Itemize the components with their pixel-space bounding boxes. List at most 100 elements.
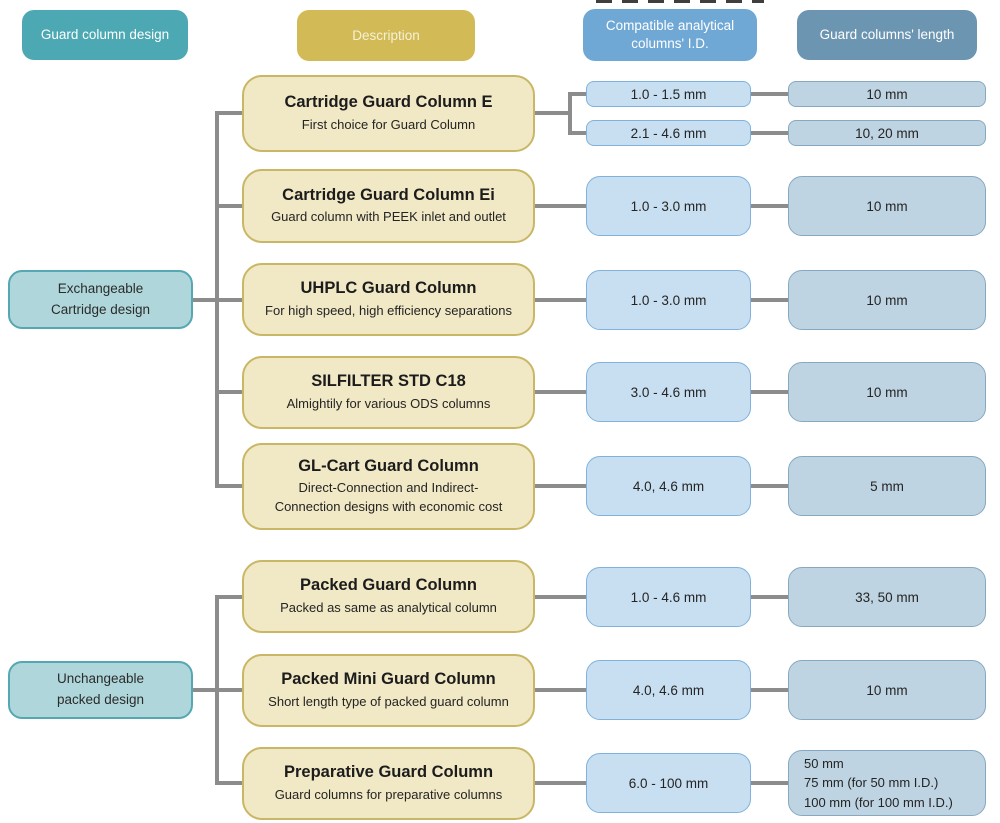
group-label-line1: Unchangeable [56,671,145,687]
header-label-line1: Compatible analytical [605,18,735,34]
header-label-line2: columns' I.D. [631,36,709,51]
id-box-row2: 1.0 - 3.0 mm [586,176,751,236]
group-label-line2: Cartridge design [50,301,151,317]
id-value: 6.0 - 100 mm [628,775,709,791]
connector-group2-row7 [193,688,242,692]
description-box-cartridge-e: Cartridge Guard Column E First choice fo… [242,75,535,152]
length-value-line1: 50 mm [804,755,844,771]
id-box-row1-branch2: 2.1 - 4.6 mm [586,120,751,146]
length-box-row1-branch1: 10 mm [788,81,986,107]
id-value: 3.0 - 4.6 mm [630,384,707,400]
column-title: Cartridge Guard Column Ei [282,185,495,204]
connector-row5-id-len [751,484,788,488]
header-label: Guard column design [40,27,170,43]
cropped-artifact-line [596,0,764,3]
column-title: SILFILTER STD C18 [311,372,466,391]
column-desc: Short length type of packed guard column [268,693,509,709]
connector-row6-id-len [751,595,788,599]
connector-row4-desc-id [535,390,586,394]
column-title: Packed Mini Guard Column [281,670,496,689]
id-value: 1.0 - 4.6 mm [630,589,707,605]
description-box-cartridge-ei: Cartridge Guard Column Ei Guard column w… [242,169,535,243]
length-box-row1-branch2: 10, 20 mm [788,120,986,146]
id-box-row6: 1.0 - 4.6 mm [586,567,751,627]
id-value: 2.1 - 4.6 mm [630,125,707,141]
column-desc: Packed as same as analytical column [280,599,497,615]
id-value: 1.0 - 3.0 mm [630,292,707,308]
id-box-row7: 4.0, 4.6 mm [586,660,751,720]
column-desc: First choice for Guard Column [301,116,476,132]
id-box-row3: 1.0 - 3.0 mm [586,270,751,330]
id-box-row8: 6.0 - 100 mm [586,753,751,813]
id-value: 1.0 - 1.5 mm [630,86,707,102]
description-box-packed-mini: Packed Mini Guard Column Short length ty… [242,654,535,727]
column-title: GL-Cart Guard Column [298,456,479,475]
description-box-packed: Packed Guard Column Packed as same as an… [242,560,535,633]
column-title: Preparative Guard Column [283,763,494,782]
header-description: Description [297,10,475,61]
length-value-line2: 75 mm (for 50 mm I.D.) [804,775,939,791]
length-box-row2: 10 mm [788,176,986,236]
column-title: Cartridge Guard Column E [284,93,493,112]
group-label-line1: Exchangeable [57,280,144,296]
connector-row4-id-len [751,390,788,394]
description-box-gl-cart: GL-Cart Guard Column Direct-Connection a… [242,443,535,530]
connector-row1-branch1 [568,92,586,96]
connector-row7-id-len [751,688,788,692]
connector-stub-row8 [217,781,242,785]
connector-row2-desc-id [535,204,586,208]
column-title: UHPLC Guard Column [300,279,477,298]
id-value: 4.0, 4.6 mm [632,478,705,494]
length-box-row4: 10 mm [788,362,986,422]
column-desc-line1: Direct-Connection and Indirect- [298,480,479,496]
column-title: Packed Guard Column [300,576,477,595]
header-label: Guard columns' length [819,27,955,43]
length-box-row5: 5 mm [788,456,986,516]
column-desc: Guard columns for preparative columns [274,786,503,802]
header-guard-column-design: Guard column design [22,10,188,60]
length-value: 10 mm [866,384,908,400]
connector-row1-branch2 [568,131,586,135]
connector-row3-desc-id [535,298,586,302]
group-box-exchangeable: Exchangeable Cartridge design [8,270,193,329]
column-desc-line2: Connection designs with economic cost [274,499,503,515]
length-box-row8: 50 mm 75 mm (for 50 mm I.D.) 100 mm (for… [788,750,986,816]
length-value: 10 mm [866,292,908,308]
description-box-preparative: Preparative Guard Column Guard columns f… [242,747,535,820]
length-value: 10 mm [866,682,908,698]
header-compatible-id: Compatible analytical columns' I.D. [583,9,757,61]
connector-row8-desc-id [535,781,586,785]
length-value-line3: 100 mm (for 100 mm I.D.) [804,794,953,810]
id-box-row4: 3.0 - 4.6 mm [586,362,751,422]
description-box-silfilter: SILFILTER STD C18 Almightily for various… [242,356,535,429]
length-value: 10 mm [866,198,908,214]
length-value: 10 mm [866,86,908,102]
group-box-unchangeable: Unchangeable packed design [8,661,193,719]
connector-row7-desc-id [535,688,586,692]
connector-stub-row1 [217,111,242,115]
description-box-uhplc: UHPLC Guard Column For high speed, high … [242,263,535,336]
id-value: 4.0, 4.6 mm [632,682,705,698]
length-value: 10, 20 mm [855,125,919,141]
length-value: 33, 50 mm [855,589,919,605]
connector-row1-id-len1 [751,92,788,96]
connector-row1-id-len2 [751,131,788,135]
connector-stub-row6 [217,595,242,599]
header-label: Description [352,27,420,43]
id-box-row1-branch1: 1.0 - 1.5 mm [586,81,751,107]
id-box-row5: 4.0, 4.6 mm [586,456,751,516]
connector-row5-desc-id [535,484,586,488]
connector-row8-id-len [751,781,788,785]
length-box-row7: 10 mm [788,660,986,720]
column-desc: Guard column with PEEK inlet and outlet [271,209,506,225]
length-box-row6: 33, 50 mm [788,567,986,627]
connector-stub-row5 [217,484,242,488]
group-label-line2: packed design [56,692,145,707]
header-guard-columns-length: Guard columns' length [797,10,977,60]
id-value: 1.0 - 3.0 mm [630,198,707,214]
length-value: 5 mm [870,478,904,494]
column-desc: Almightily for various ODS columns [286,395,491,411]
connector-row3-id-len [751,298,788,302]
connector-row2-id-len [751,204,788,208]
connector-stub-row4 [217,390,242,394]
